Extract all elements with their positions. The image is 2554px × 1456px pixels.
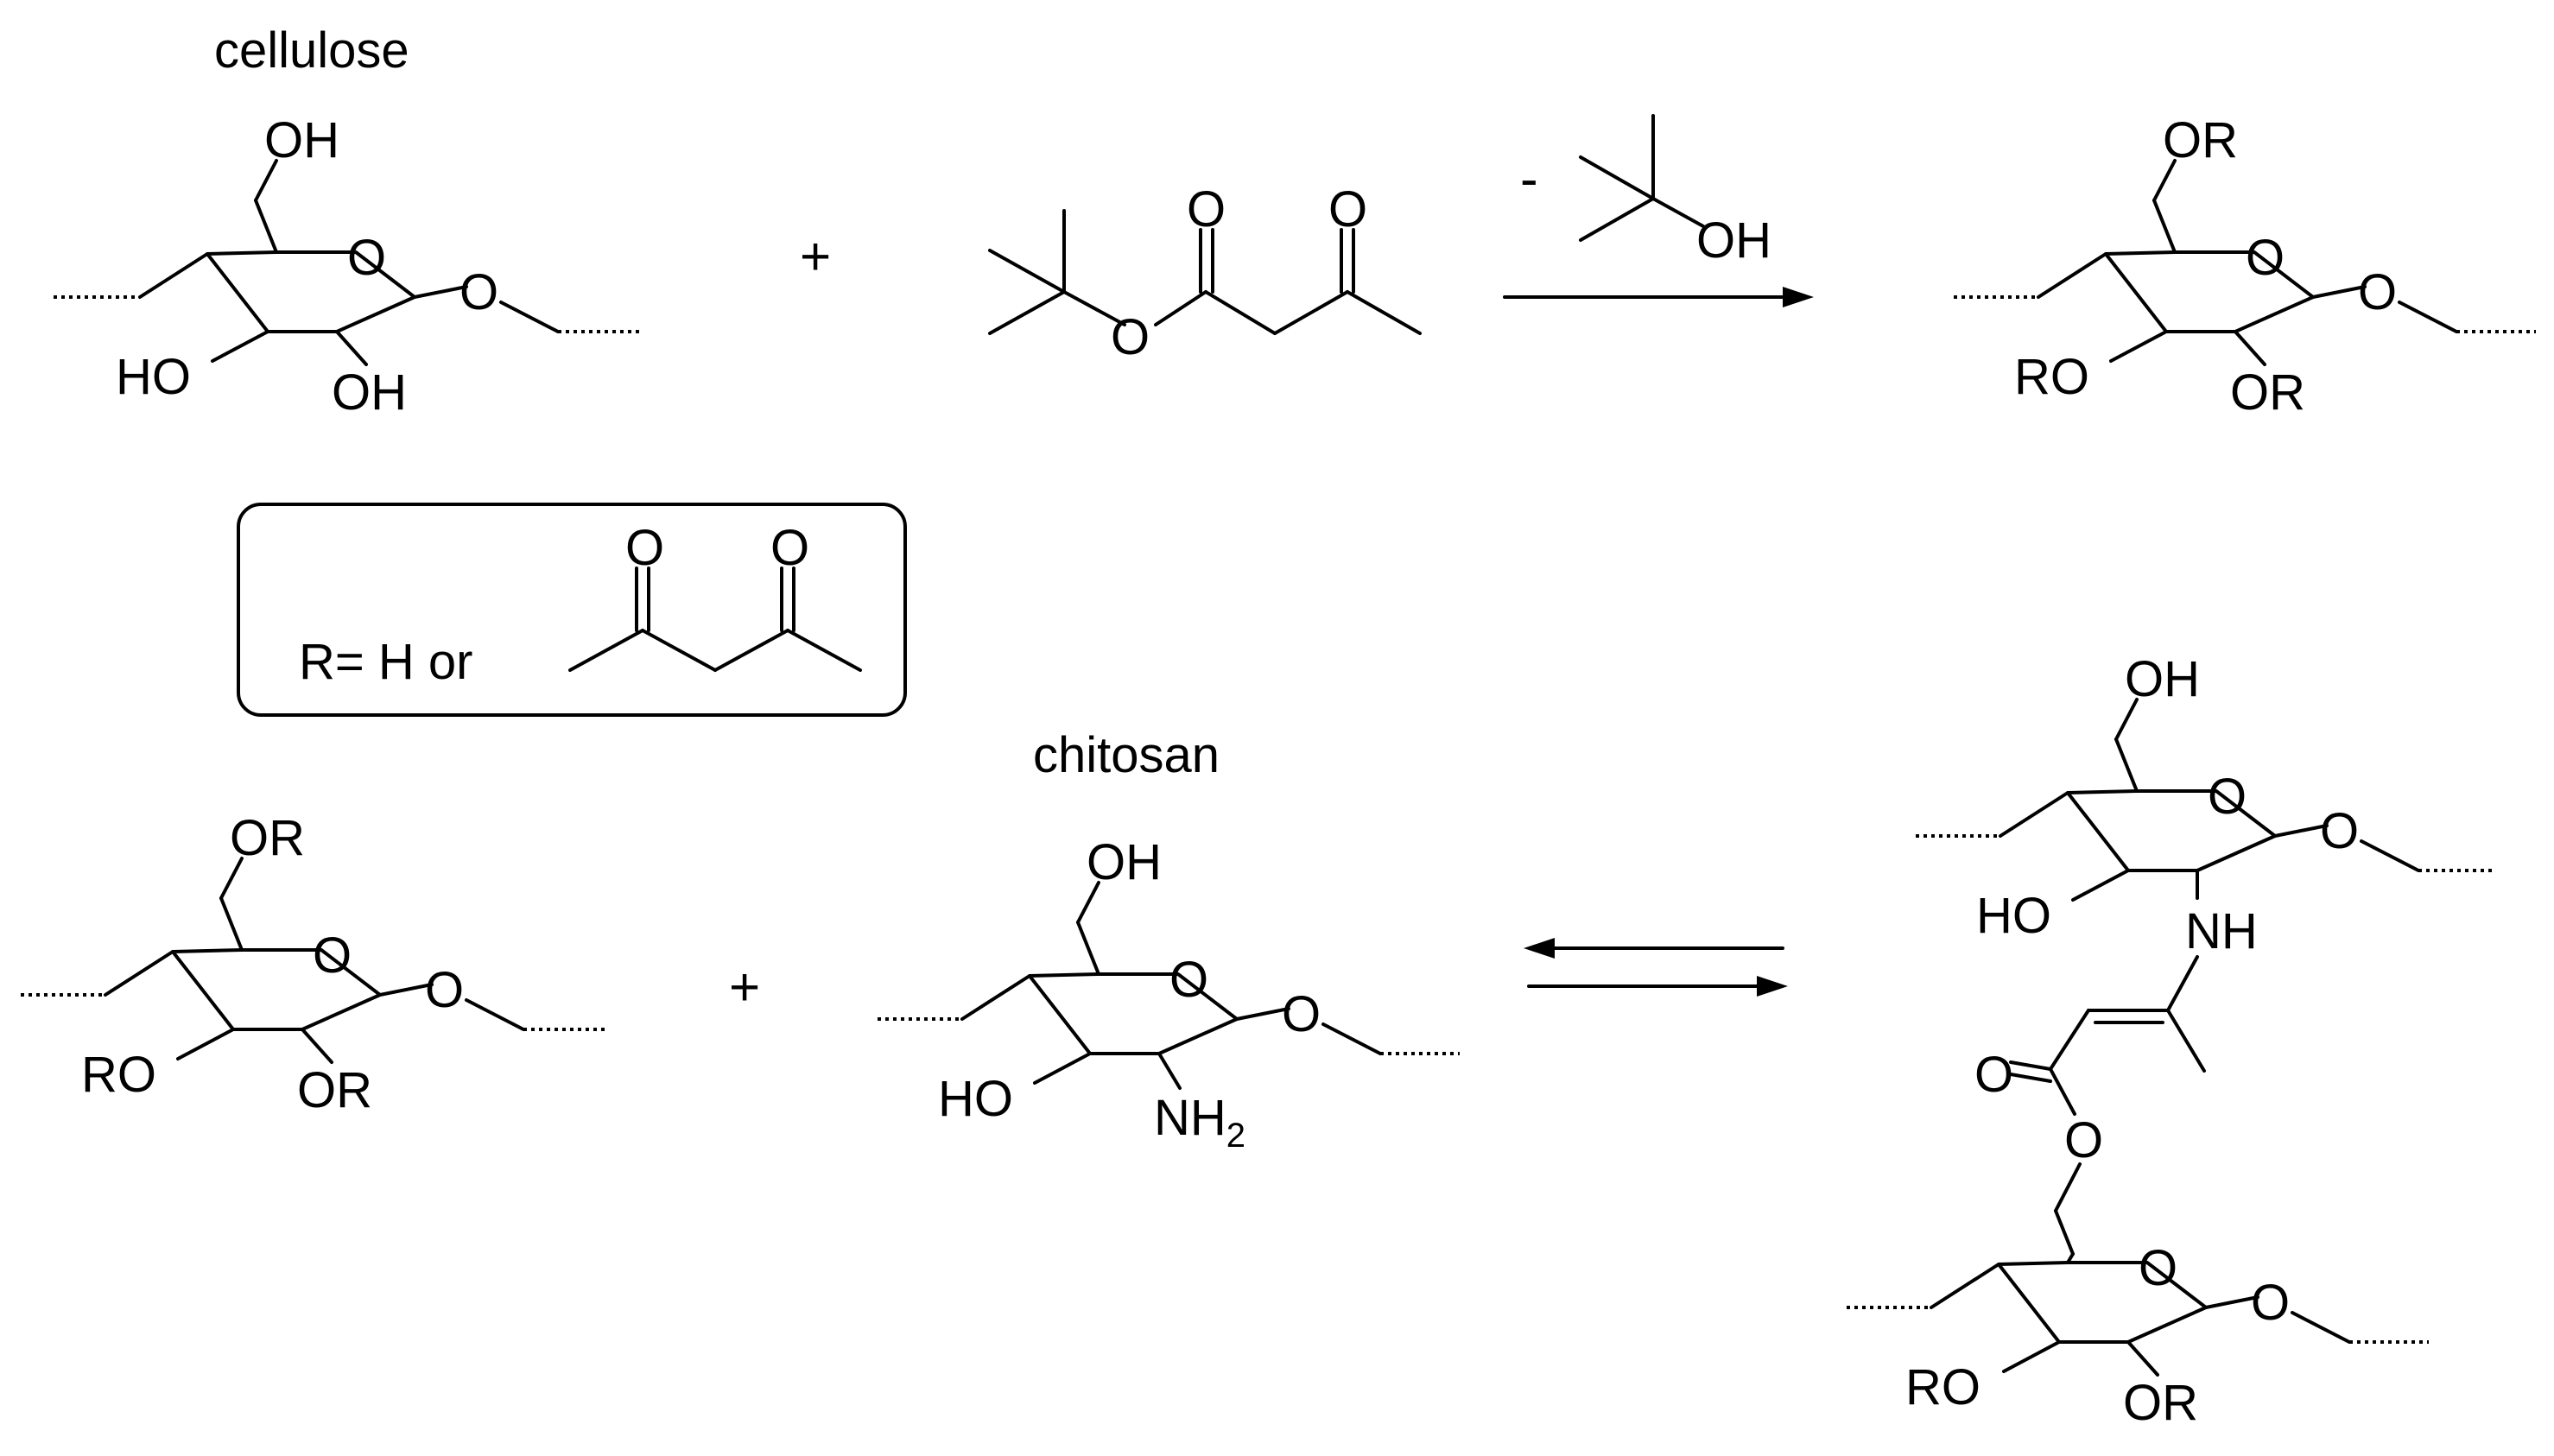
nh2-subscript: 2: [1226, 1117, 1245, 1155]
product-c3-or: RO: [2014, 349, 2089, 405]
reactant-glyco-o: O: [425, 962, 464, 1018]
chitosan-nh2: NH2: [1154, 1090, 1245, 1155]
cellulose-c6-oh: OH: [264, 112, 339, 168]
product-glyco-o: O: [2358, 264, 2397, 320]
crosslink-bottom-glyco-o: O: [2251, 1275, 2290, 1331]
chitosan-name: chitosan: [1033, 727, 1220, 783]
product-c6-or: OR: [2163, 112, 2238, 168]
crosslink-bottom-ring-o: O: [2139, 1240, 2177, 1296]
plus-sign-2: +: [729, 958, 760, 1017]
minus-sign: -: [1520, 149, 1538, 209]
crosslink-bottom-c2-or: OR: [2123, 1375, 2198, 1431]
plus-sign-1: +: [800, 227, 831, 287]
cellulose-glyco-o: O: [459, 264, 498, 320]
cellulose-c3-oh: HO: [116, 349, 191, 405]
reactant-c3-or: RO: [81, 1047, 156, 1103]
enamine-crosslinked-product: OH O O HO NH O O O O RO OR: [1847, 651, 2496, 1431]
chitosan-structure: chitosan OH O O HO NH2: [878, 727, 1460, 1155]
cellulose-structure: cellulose OH O O HO OH: [54, 22, 639, 421]
crosslink-top-glyco-o: O: [2320, 803, 2359, 859]
chitosan-c3-oh: HO: [938, 1071, 1013, 1127]
legend-text: R= H or: [299, 634, 472, 690]
chitosan-ring-o: O: [1169, 952, 1208, 1008]
crosslink-nh: NH: [2185, 903, 2258, 959]
chitosan-glyco-o: O: [1282, 986, 1321, 1042]
legend-o-1: O: [625, 520, 664, 576]
cellulose-ring-o: O: [347, 230, 386, 286]
legend-o-2: O: [770, 520, 809, 576]
ester-o: O: [1111, 309, 1150, 365]
cellulose-name: cellulose: [214, 22, 409, 79]
reactant-ring-o: O: [313, 927, 352, 984]
cellulose-c2-oh: OH: [332, 364, 407, 421]
crosslink-carbonyl-o: O: [1974, 1047, 2013, 1103]
crosslink-top-c6-oh: OH: [2125, 651, 2200, 707]
ester-carbonyl-o: O: [1187, 181, 1226, 237]
reaction-arrow-1: - OH: [1503, 114, 1814, 307]
reactant-c6-or: OR: [230, 810, 305, 866]
acetoacetylated-cellulose-product: OR O O RO OR: [1954, 112, 2536, 421]
crosslink-ester-o: O: [2064, 1112, 2103, 1168]
reactant-c2-or: OR: [297, 1062, 372, 1118]
tbuoh-oh: OH: [1696, 212, 1771, 269]
acetoacetylated-cellulose-reactant: OR O O RO OR: [21, 810, 605, 1118]
product-c2-or: OR: [2230, 364, 2305, 421]
product-ring-o: O: [2246, 230, 2285, 286]
r-group-legend: R= H or O O: [237, 503, 907, 717]
crosslink-top-ring-o: O: [2208, 769, 2247, 825]
ketone-o: O: [1328, 181, 1367, 237]
crosslink-bottom-c3-or: RO: [1905, 1359, 1980, 1415]
chitosan-c6-oh: OH: [1087, 834, 1162, 890]
equilibrium-arrows: [1524, 938, 1788, 997]
crosslink-top-c3-oh: HO: [1976, 888, 2051, 944]
nh2-main: NH: [1154, 1090, 1226, 1146]
tert-butyl-acetoacetate: O O O: [988, 181, 1422, 365]
